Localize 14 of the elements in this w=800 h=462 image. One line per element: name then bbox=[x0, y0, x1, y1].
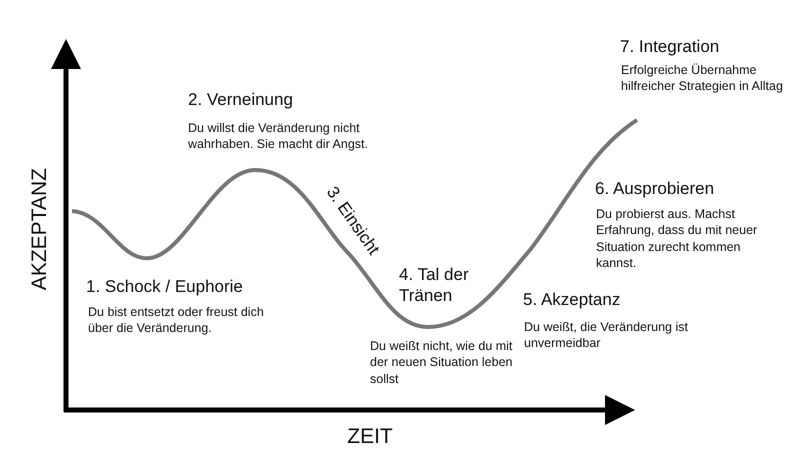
stage-heading: 6. Ausprobieren bbox=[595, 178, 716, 200]
stage-heading: 4. Tal der Tränen bbox=[399, 264, 470, 306]
x-axis-title: ZEIT bbox=[346, 424, 394, 450]
stage-heading: 2. Verneinung bbox=[188, 89, 294, 110]
stage-heading: 1. Schock / Euphorie bbox=[86, 276, 244, 298]
stage-description: Du probierst aus. Machst Erfahrung, dass du mit neuer Situation zurecht kommen kannst. bbox=[596, 206, 758, 271]
stage-heading: 7. Integration bbox=[620, 36, 720, 58]
stage-description: Du bist entsetzt oder freust dich über die Veränderung. bbox=[88, 304, 265, 336]
y-axis-title: AKZEPTANZ bbox=[26, 167, 52, 292]
stage-heading: 5. Akzeptanz bbox=[523, 289, 622, 310]
stage-description: Du weißt, die Veränderung ist unvermeidbar bbox=[524, 319, 689, 352]
stage-description: Du weißt nicht, wie du mit der neuen Situation leben sollst bbox=[370, 338, 514, 387]
stage-description: Du willst die Veränderung nicht wahrhaben. Sie macht dir Angst. bbox=[188, 120, 369, 152]
stage-description: Erfolgreiche Übernahme hilfreicher Strategien in Alltag bbox=[621, 62, 784, 94]
